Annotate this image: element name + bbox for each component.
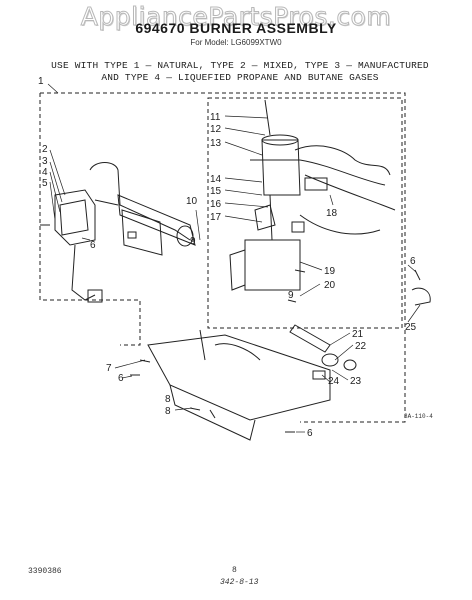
coil-wire-harness: [291, 145, 396, 235]
callout-9: 9: [190, 236, 196, 247]
drawing-reference: 8A-110-4: [404, 413, 433, 420]
callout-6a: 6: [90, 240, 96, 251]
callout-16: 16: [210, 199, 222, 210]
assembly-boundary: [40, 92, 406, 423]
screw: [139, 359, 151, 363]
valve-subassembly-box: [207, 97, 403, 329]
callout-2: 2: [42, 144, 48, 155]
callout-3: 3: [42, 156, 48, 167]
callout-6b: 6: [410, 256, 416, 267]
screw: [209, 409, 216, 419]
orifice-fittings: [289, 324, 357, 380]
document-code: 3390386: [28, 567, 62, 576]
callout-1: 1: [38, 76, 44, 87]
igniter-bracket: [54, 189, 103, 303]
callout-25: 25: [405, 322, 417, 333]
callout-11: 11: [210, 112, 221, 123]
callout-10: 10: [186, 196, 198, 207]
callout-14: 14: [210, 174, 222, 185]
clip: [411, 287, 431, 306]
watermark: AppliancePartsPros.com: [80, 2, 392, 32]
callout-9b: 9: [288, 290, 294, 301]
gas-note-line-1: USE WITH TYPE 1 — NATURAL, TYPE 2 — MIXE…: [51, 60, 429, 71]
assembly-boundary-left: [39, 93, 141, 346]
callout-23: 23: [350, 376, 362, 387]
sensor-bracket: [121, 209, 163, 256]
diagram-title: 694670 BURNER ASSEMBLY: [135, 20, 337, 36]
callout-17: 17: [210, 212, 222, 223]
burner-tube: [89, 162, 196, 247]
callout-22: 22: [355, 341, 367, 352]
callout-15: 15: [210, 186, 222, 197]
page-subnumber: 342-8-13: [220, 578, 259, 587]
screw: [287, 299, 297, 303]
callout-6d: 6: [307, 428, 313, 439]
callout-4: 4: [42, 167, 48, 178]
callout-5: 5: [42, 178, 48, 189]
screw: [294, 269, 306, 273]
callout-12: 12: [210, 124, 222, 135]
callout-6c: 6: [118, 373, 124, 384]
callout-13: 13: [210, 138, 222, 149]
page-number: 8: [232, 566, 237, 575]
callout-19: 19: [324, 266, 336, 277]
callout-8b: 8: [165, 394, 171, 405]
model-number: For Model: LG6099XTW0: [190, 38, 282, 47]
callout-8: 8: [165, 406, 171, 417]
gas-valve: [229, 99, 301, 291]
callout-21: 21: [352, 329, 364, 340]
callout-18: 18: [326, 208, 338, 219]
callout-24: 24: [328, 376, 340, 387]
callout-7: 7: [106, 363, 112, 374]
mounting-bracket: [147, 329, 331, 441]
gas-note-line-2: AND TYPE 4 — LIQUEFIED PROPANE AND BUTAN…: [101, 72, 379, 83]
callout-20: 20: [324, 280, 336, 291]
